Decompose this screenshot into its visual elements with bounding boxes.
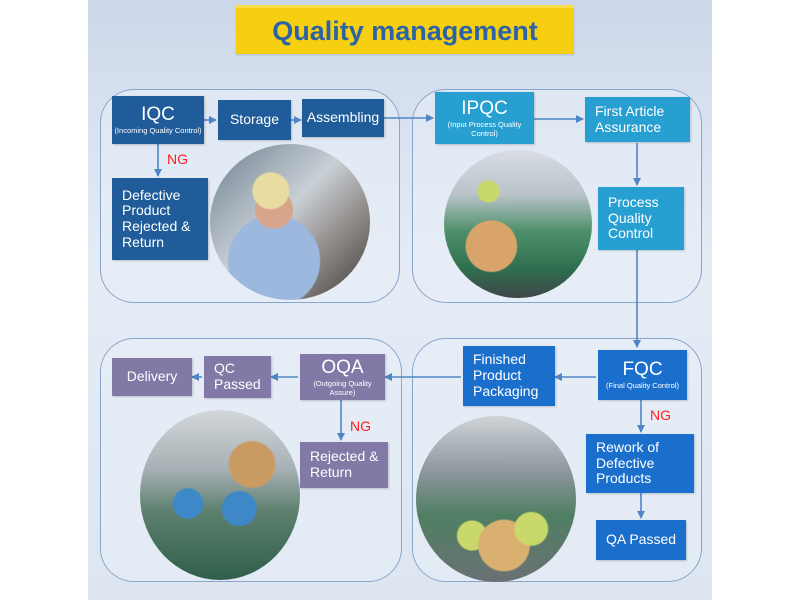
rejected-box: Rejected & Return xyxy=(300,442,388,488)
delivery-box: Delivery xyxy=(112,358,192,396)
iqc-label: IQC xyxy=(141,104,175,126)
delivery-label: Delivery xyxy=(126,368,178,385)
assembling-label: Assembling xyxy=(306,109,380,126)
packaging-box: Finished Product Packaging xyxy=(463,346,555,406)
storage-box: Storage xyxy=(218,100,291,140)
ipqc-box: IPQC (Input Process Quality Control) xyxy=(435,92,534,144)
title-banner: Quality management xyxy=(236,5,574,54)
iqc-ng-label: NG xyxy=(167,151,188,167)
qc-passed-label: QC Passed xyxy=(214,360,261,392)
rejected-label: Rejected & Return xyxy=(310,448,379,480)
oqa-label: OQA xyxy=(321,356,364,378)
process-qc-box: Process Quality Control xyxy=(598,187,684,250)
defective-box: Defective Product Rejected & Return xyxy=(112,178,208,260)
assembly-line-photo xyxy=(444,150,592,298)
first-article-label: First Article Assurance xyxy=(595,102,665,135)
qc-passed-box: QC Passed xyxy=(204,356,271,398)
process-qc-label: Process Quality Control xyxy=(608,193,659,242)
storage-label: Storage xyxy=(229,111,280,128)
rework-label: Rework of Defective Products xyxy=(596,438,660,487)
flow-arrows xyxy=(154,114,645,519)
fqc-box: FQC (Final Quality Control) xyxy=(598,350,687,400)
oqa-ng-label: NG xyxy=(350,418,371,434)
fqc-label: FQC xyxy=(622,359,663,381)
first-article-box: First Article Assurance xyxy=(585,97,690,142)
ipqc-label: IPQC xyxy=(461,97,508,119)
assembling-box: Assembling xyxy=(302,99,384,137)
fqc-ng-label: NG xyxy=(650,407,671,423)
packaging-label: Finished Product Packaging xyxy=(473,351,539,399)
oqa-box: OQA (Outgoing Quality Assure) xyxy=(300,354,385,400)
defective-label: Defective Product Rejected & Return xyxy=(122,186,191,250)
qa-passed-box: QA Passed xyxy=(596,520,686,560)
production-line-photo xyxy=(416,416,576,582)
qa-passed-label: QA Passed xyxy=(605,531,677,548)
diagram-canvas: Quality management xyxy=(88,0,712,600)
packing-team-photo xyxy=(140,410,300,580)
ipqc-sublabel: (Input Process Quality Control) xyxy=(447,120,522,138)
iqc-box: IQC (Incoming Quality Control) xyxy=(112,96,204,144)
iqc-sublabel: (Incoming Quality Control) xyxy=(114,126,202,136)
rework-box: Rework of Defective Products xyxy=(586,434,694,493)
oqa-sublabel: (Outgoing Quality Assure) xyxy=(313,379,372,397)
fqc-sublabel: (Final Quality Control) xyxy=(606,381,679,391)
diagram-title: Quality management xyxy=(272,15,538,46)
worker-inspecting-photo xyxy=(210,144,370,300)
